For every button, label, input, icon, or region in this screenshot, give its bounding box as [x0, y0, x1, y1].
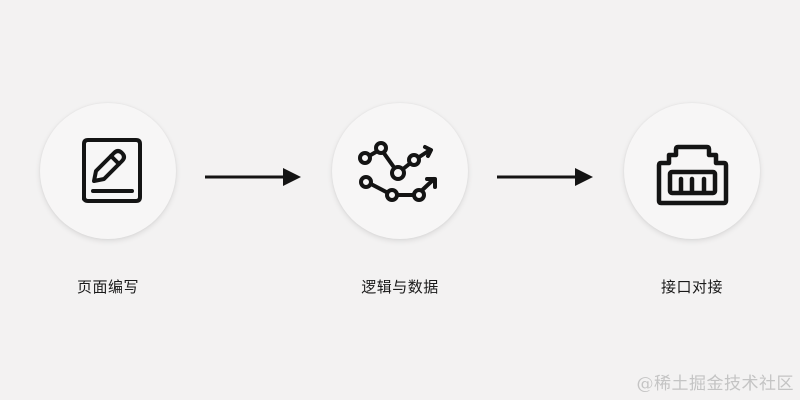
data-trend-icon [358, 141, 437, 202]
step-1-label: 页面编写 [76, 278, 139, 296]
ethernet-port-icon [656, 144, 729, 206]
edit-document-icon [82, 138, 142, 203]
arrow-right-icon [497, 168, 593, 186]
step-2-label: 逻辑与数据 [361, 278, 439, 296]
watermark: @稀土掘金技术社区 [636, 374, 794, 394]
step-3-circle [624, 103, 760, 239]
step-3-label: 接口对接 [660, 278, 723, 296]
arrow-right-icon [205, 168, 301, 186]
step-1-circle [40, 103, 176, 239]
step-2-circle [332, 103, 468, 239]
